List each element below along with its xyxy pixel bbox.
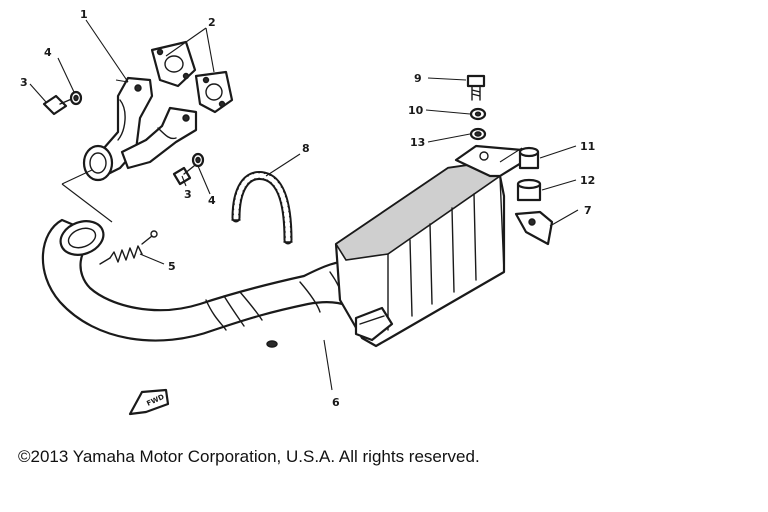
- callout-13: 13: [410, 136, 425, 149]
- callout-10: 10: [408, 104, 424, 117]
- stay-bracket: [514, 210, 554, 246]
- callout-3-upper: 3: [20, 76, 28, 89]
- washer-lower: [191, 152, 205, 168]
- gasket-upper: [150, 40, 197, 88]
- collar: [469, 127, 487, 141]
- callout-3-lower: 3: [184, 188, 192, 201]
- callout-4-upper: 4: [44, 46, 52, 59]
- callout-11: 11: [580, 140, 595, 153]
- washer-upper: [69, 90, 83, 106]
- exhaust-manifold: [82, 76, 198, 182]
- copyright-notice: ©2013 Yamaha Motor Corporation, U.S.A. A…: [18, 447, 480, 466]
- grommet-lower: [516, 178, 542, 202]
- spring-washer: [469, 107, 487, 121]
- callout-9: 9: [414, 72, 422, 85]
- callout-1: 1: [80, 8, 88, 21]
- callout-2: 2: [208, 16, 216, 29]
- callout-12: 12: [580, 174, 595, 187]
- fwd-arrow: FWD: [128, 388, 170, 416]
- muffler-body: [334, 160, 506, 348]
- bolt-upper: [42, 94, 75, 116]
- callout-5: 5: [168, 260, 176, 273]
- callout-8: 8: [302, 142, 310, 155]
- callout-4-lower: 4: [208, 194, 216, 207]
- muffler-pipe: [41, 218, 368, 348]
- callout-6: 6: [332, 396, 340, 409]
- grommet-upper: [518, 146, 540, 170]
- callout-7: 7: [584, 204, 592, 217]
- gasket-lower: [194, 70, 234, 114]
- spring: [99, 230, 158, 265]
- bolt-muffler: [466, 74, 486, 101]
- flexible-hose: [231, 170, 293, 245]
